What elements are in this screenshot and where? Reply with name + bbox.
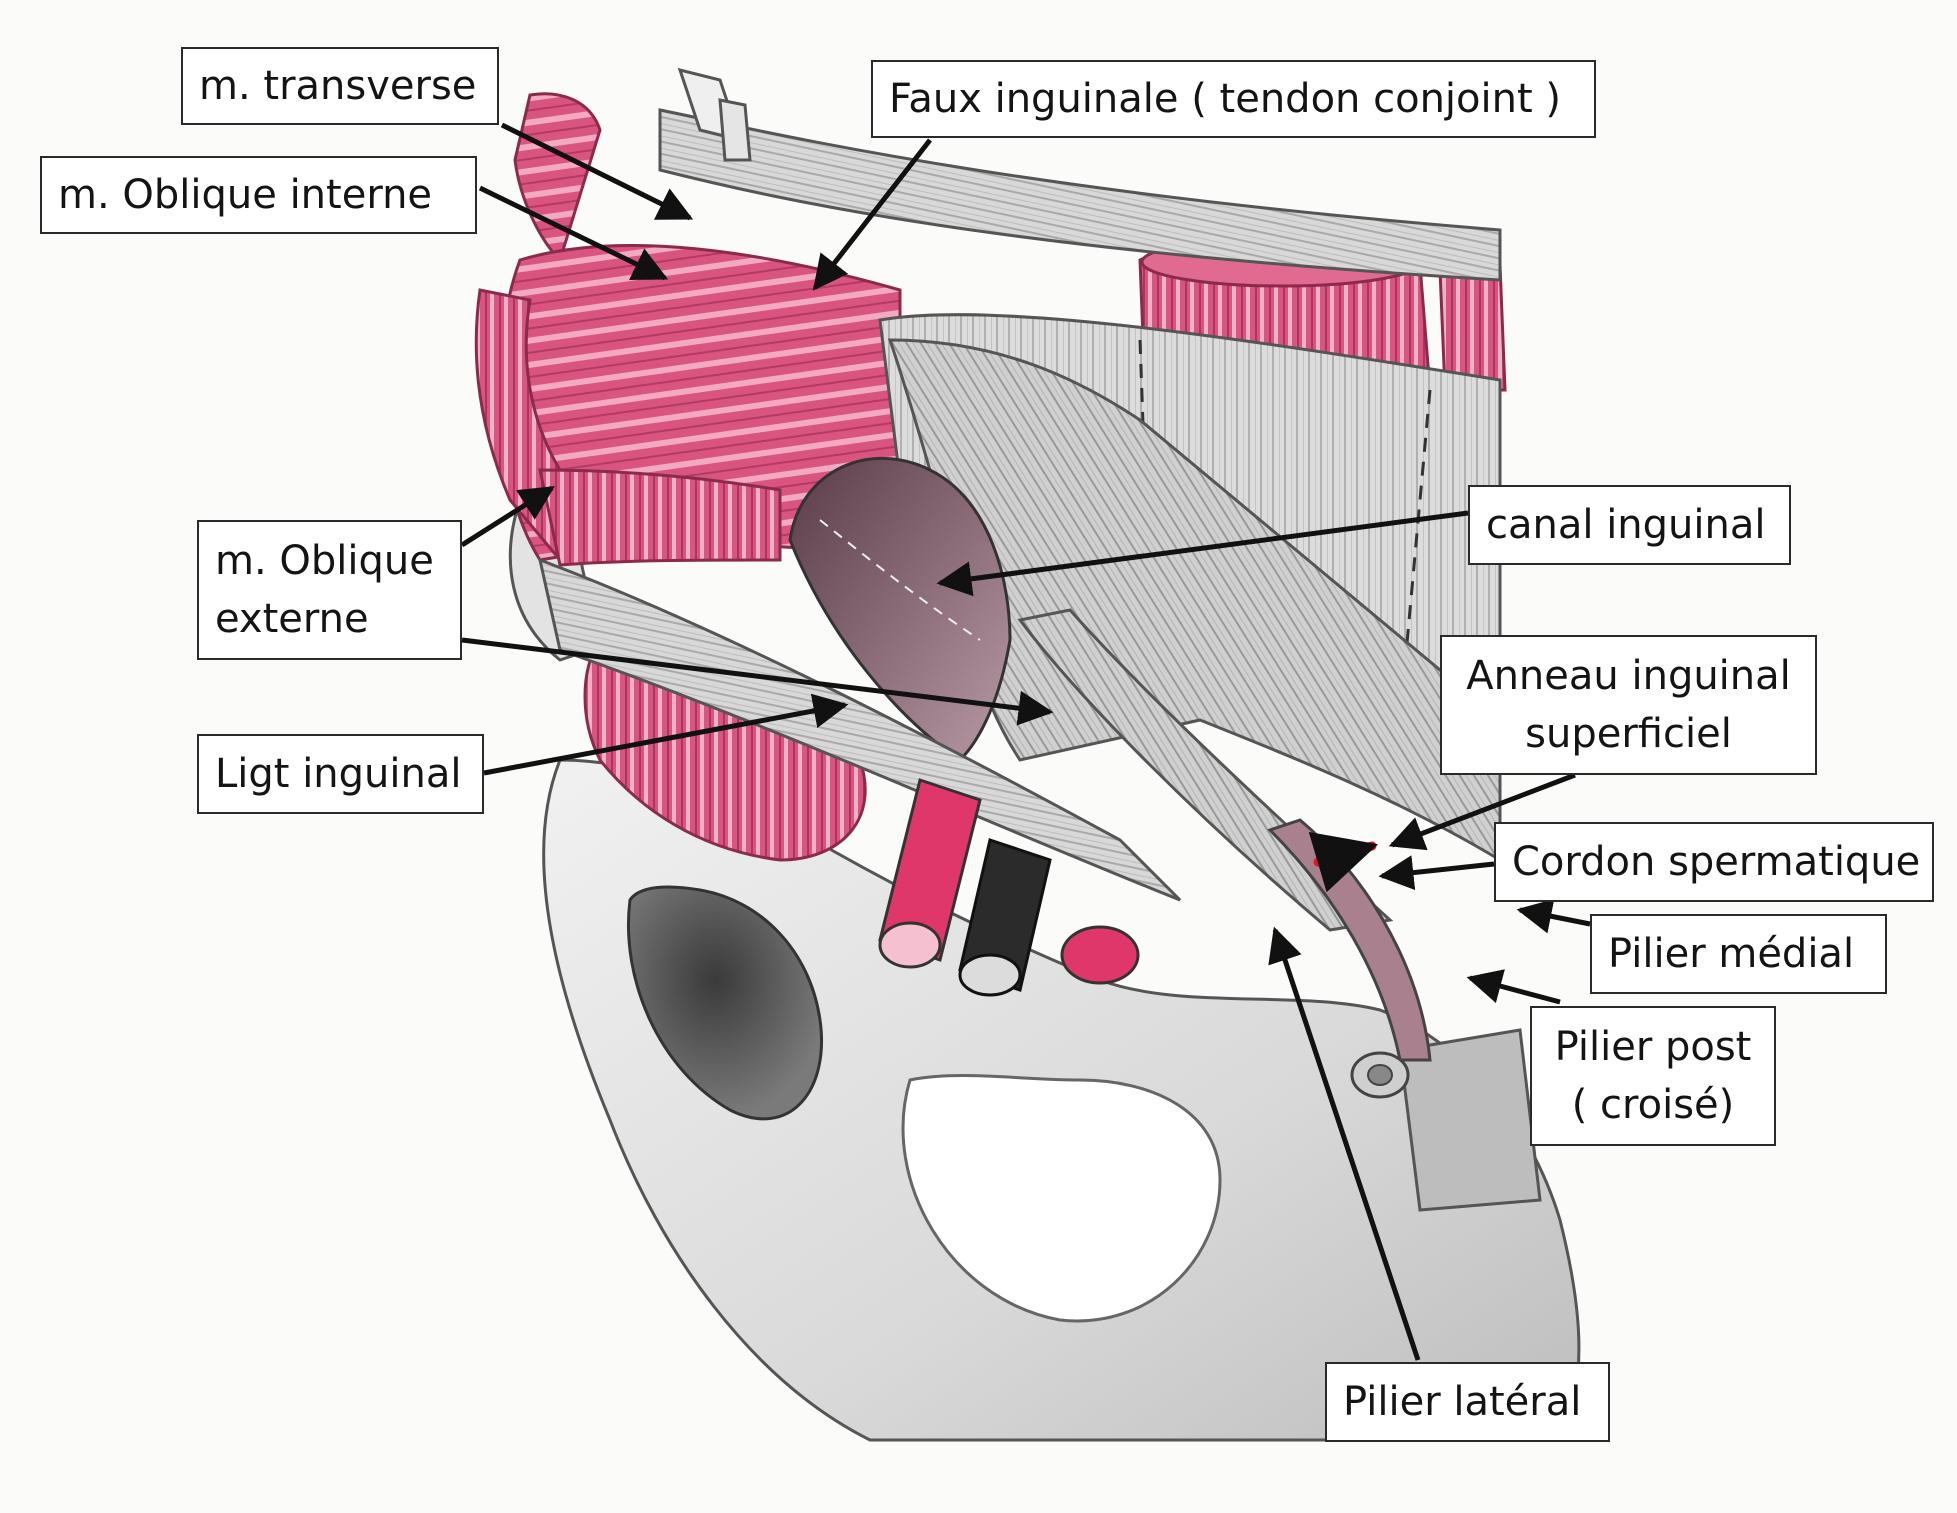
label-canal-inguinal: canal inguinal	[1468, 485, 1791, 565]
label-anneau-inguinal-superficiel: Anneau inguinal superficiel	[1440, 635, 1817, 775]
leader-pilier-lateral	[1268, 926, 1421, 1361]
label-ligt-inguinal: Ligt inguinal	[197, 734, 484, 814]
transverse-aponeurosis	[658, 67, 1502, 282]
label-pilier-post: Pilier post ( croisé)	[1530, 1006, 1776, 1146]
label-faux-inguinale: Faux inguinale ( tendon conjoint )	[871, 60, 1596, 138]
inguinal-ligament	[537, 557, 1182, 902]
femoral-vessels	[878, 778, 1140, 997]
label-transverse: m. transverse	[181, 47, 499, 125]
leader-oblique-interne	[478, 185, 669, 281]
label-cordon-spermatique: Cordon spermatique	[1494, 822, 1934, 902]
leader-lines	[460, 122, 1591, 1361]
oblique-externe-muscle	[474, 288, 782, 567]
leader-canal-inguinal	[936, 510, 1469, 597]
leader-transverse	[500, 122, 694, 221]
label-pilier-medial: Pilier médial	[1590, 914, 1887, 994]
label-oblique-externe: m. Oblique externe	[197, 520, 462, 660]
leader-pilier-medial	[1516, 899, 1591, 934]
leader-anneau	[1388, 772, 1576, 851]
leader-oblique-externe-1	[460, 485, 555, 548]
leader-cordon	[1378, 855, 1495, 891]
label-pilier-lateral: Pilier latéral	[1325, 1362, 1610, 1442]
leader-pilier-post	[1466, 969, 1561, 1005]
leader-ligt-inguinal	[483, 693, 849, 776]
spermatic-cord	[1267, 818, 1432, 1099]
leader-faux-inguinale	[812, 138, 932, 291]
label-oblique-interne: m. Oblique interne	[40, 156, 477, 234]
leader-oblique-externe-2	[461, 637, 1054, 726]
